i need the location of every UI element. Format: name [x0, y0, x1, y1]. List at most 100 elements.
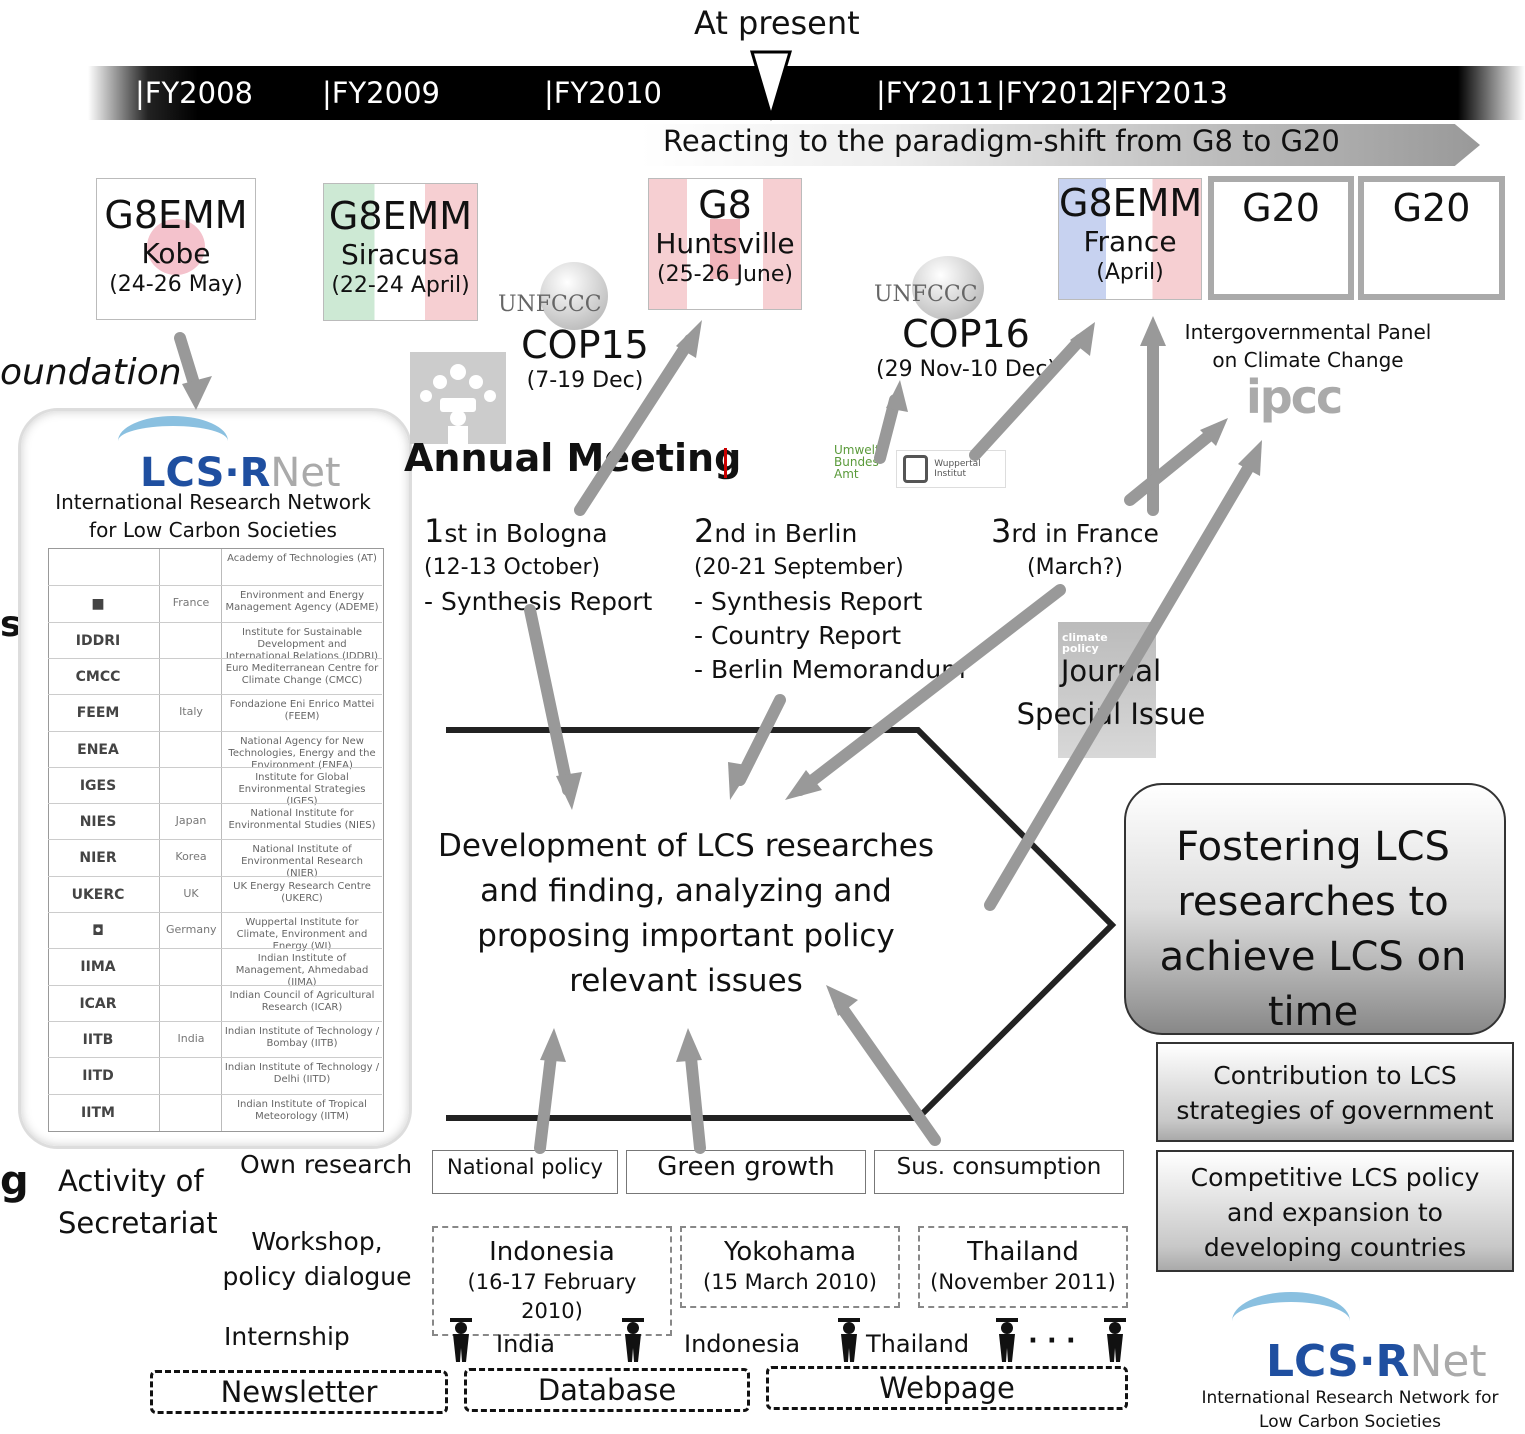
workshop-yokohama-date: (15 March 2010) [703, 1270, 877, 1294]
member-logo [56, 552, 140, 582]
foundation-label: oundation [0, 352, 182, 393]
paradigm-shift-arrow [640, 124, 1480, 166]
topic-green-growth-label: Green growth [657, 1152, 835, 1182]
member-row: CMCC Euro Mediterranean Centre for Climat… [48, 657, 382, 695]
fy2009-label: |FY2009 [322, 76, 440, 110]
event-france: G8EMM France (April) [1058, 178, 1202, 300]
event-siracusa-title: G8EMM [328, 194, 473, 238]
member-logo: IIMA [80, 959, 116, 976]
output-webpage-label: Webpage [879, 1371, 1015, 1405]
network-logo-lcs: LCS·R [140, 450, 271, 496]
event-france-date: (April) [1096, 260, 1164, 285]
member-logo: IITM [81, 1104, 115, 1121]
event-huntsville-title: G8 [698, 183, 752, 227]
footer-logo-lcs: LCS·R [1266, 1336, 1410, 1387]
member-name: Indian Institute of Management, Ahmedaba… [235, 953, 369, 989]
meeting-first-item: - Synthesis Report [424, 587, 653, 616]
event-siracusa: G8EMM Siracusa (22-24 April) [323, 183, 478, 321]
network-subtitle: International Research Network for Low C… [55, 490, 371, 542]
member-logo: IITB [82, 1031, 114, 1048]
secretariat-title: Activity of Secretariat [58, 1164, 218, 1240]
member-name: Fondazione Eni Enrico Mattei (FEEM) [229, 699, 375, 723]
member-name: UK Energy Research Centre (UKERC) [233, 880, 371, 904]
member-logo: CMCC [75, 668, 121, 685]
member-name: Institute for Sustainable Development an… [225, 626, 379, 662]
member-country: France [172, 596, 210, 610]
own-research-label: Own research [240, 1150, 413, 1179]
member-country: UK [183, 886, 199, 900]
development-text: Development of LCS researches and findin… [437, 828, 935, 999]
event-kobe: G8EMM Kobe (24-26 May) [96, 178, 256, 320]
member-name: Indian Institute of Technology / Delhi (… [224, 1062, 380, 1086]
network-logo-net: Net [270, 450, 341, 496]
meeting-first-num: 1 [424, 512, 445, 550]
event-g20-a-title: G20 [1242, 186, 1320, 230]
event-huntsville-date: (25-26 June) [657, 262, 793, 287]
network-logo: LCS·RNet [140, 450, 341, 496]
meeting-third-date: (March?) [1027, 555, 1123, 580]
topic-green-growth: Green growth [626, 1150, 866, 1194]
meeting-second-item-2: - Country Report [694, 621, 902, 650]
member-name: National Institute for Environmental Stu… [228, 808, 376, 832]
fy2011-label: |FY2011 [876, 76, 994, 110]
fostering-text: Fostering LCS researches to achieve LCS … [1159, 824, 1467, 1035]
fy2012-label: |FY2012 [996, 76, 1114, 110]
workshop-label: Workshop, policy dialogue [222, 1227, 412, 1291]
member-logo: FEEM [76, 705, 120, 722]
event-g20-b: G20 [1358, 176, 1505, 300]
internship-label: Internship [224, 1322, 350, 1351]
member-name: Environment and Energy Management Agency… [225, 590, 379, 614]
workshop-yokohama-place: Yokohama [723, 1237, 857, 1267]
member-row: IIMA Indian Institute of Management, Ahme… [48, 948, 382, 988]
event-cop16: COP16 (29 Nov-10 Dec) [876, 312, 1056, 384]
member-row: IITD Indian Institute of Technology / Del… [48, 1057, 382, 1094]
event-cop15: COP15 (7-19 Dec) [520, 323, 650, 395]
member-logo: ENEA [77, 741, 119, 758]
meeting-second-item-1: - Synthesis Report [694, 587, 923, 616]
graduate-icon [996, 1318, 1018, 1362]
journal-caption: Journal Special Issue [1016, 654, 1206, 731]
event-kobe-title: G8EMM [104, 193, 248, 237]
intern-more: · · · [1028, 1326, 1076, 1356]
workshop-yokohama: Yokohama (15 March 2010) [680, 1226, 900, 1308]
member-logo: ■ [91, 596, 105, 613]
timeline-bar [88, 66, 1525, 120]
unfccc-globe-2 [912, 256, 984, 320]
member-row: FEEM Italy Fondazione Eni Enrico Mattei (F… [48, 694, 382, 731]
meeting-second-head: nd in Berlin [714, 519, 858, 548]
member-country: India [177, 1031, 205, 1045]
topic-national-policy: National policy [432, 1150, 618, 1194]
meeting-third: 3rd in France (March?) [990, 514, 1160, 585]
member-country: Germany [166, 923, 217, 936]
meeting-first-head: st in Bologna [444, 519, 608, 548]
meeting-third-num: 3 [991, 512, 1012, 550]
event-cop16-date: (29 Nov-10 Dec) [876, 357, 1056, 382]
meeting-second-num: 2 [694, 512, 715, 550]
event-g20-b-title: G20 [1392, 186, 1471, 230]
output-database-label: Database [537, 1373, 677, 1407]
footer-logo-caption: International Research Network for Low C… [1201, 1388, 1499, 1432]
wuppertal-logo: Wuppertal Institut [896, 450, 1006, 488]
event-cop15-title: COP15 [521, 323, 649, 367]
bmu-logo [724, 448, 823, 478]
topic-sus-consumption-label: Sus. consumption [896, 1154, 1102, 1180]
member-name: Euro Mediterranean Centre for Climate Ch… [225, 662, 379, 686]
competitive-box: Competitive LCS policy and expansion to … [1156, 1150, 1514, 1272]
network-logo-swoosh [118, 416, 228, 466]
unfccc-logo-2: UNFCCC [874, 282, 978, 307]
event-cop16-title: COP16 [902, 312, 1030, 356]
member-country: Italy [179, 705, 203, 719]
network-card [18, 408, 412, 1149]
paradigm-shift-text: Reacting to the paradigm-shift from G8 t… [663, 124, 1340, 158]
at-present-label: At present [694, 4, 860, 42]
wuppertal-logo-text: Wuppertal Institut [934, 459, 981, 479]
member-name: Academy of Technologies (AT) [227, 553, 377, 564]
member-logo: IITD [82, 1068, 114, 1085]
event-kobe-date: (24-26 May) [109, 272, 243, 297]
member-logo: NIES [79, 814, 117, 831]
